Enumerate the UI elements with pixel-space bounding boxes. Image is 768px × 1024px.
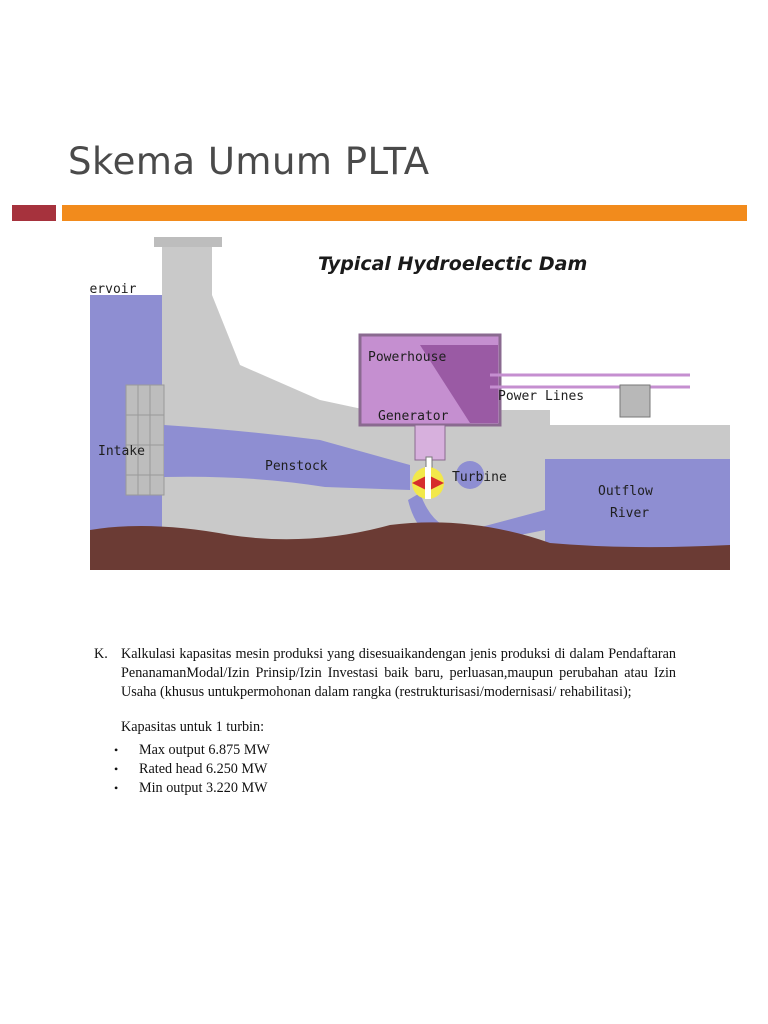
bullet-icon: • — [114, 743, 119, 757]
label-power-lines: Power Lines — [498, 389, 584, 404]
label-reservoir: Reservoir — [90, 282, 137, 297]
bullet-icon: • — [114, 781, 119, 795]
label-intake: Intake — [98, 444, 145, 459]
intake-grate — [125, 384, 165, 496]
capacity-list: • Max output 6.875 MW • Rated head 6.250 M… — [94, 741, 676, 798]
label-outflow: Outflow — [598, 484, 653, 499]
turbine — [412, 461, 484, 499]
body-text: K. Kalkulasi kapasitas mesin produksi ya… — [94, 645, 676, 798]
diagram-title: Typical Hydroelectic Dam — [318, 253, 587, 275]
list-item: • Min output 3.220 MW — [114, 779, 676, 798]
bullet-icon: • — [114, 762, 119, 776]
title-accent-orange — [62, 205, 747, 221]
hydroelectric-dam-diagram: Typical Hydroelectic Dam Reservoir Intak… — [90, 225, 730, 585]
river-bank — [545, 425, 730, 459]
dam-crest — [154, 237, 222, 247]
slide-title: Skema Umum PLTA — [68, 140, 430, 183]
paragraph-k: K. Kalkulasi kapasitas mesin produksi ya… — [94, 645, 676, 702]
list-item-text: Rated head 6.250 MW — [139, 761, 268, 777]
powerhouse-shadow — [420, 345, 498, 423]
title-accent-red — [12, 205, 56, 221]
paragraph-marker: K. — [94, 646, 108, 662]
paragraph-text: Kalkulasi kapasitas mesin produksi yang … — [121, 646, 676, 700]
list-item: • Max output 6.875 MW — [114, 741, 676, 760]
capacity-intro: Kapasitas untuk 1 turbin: — [121, 719, 265, 735]
generator — [414, 424, 446, 461]
label-turbine: Turbine — [452, 470, 507, 485]
label-generator: Generator — [378, 409, 449, 424]
label-powerhouse: Powerhouse — [368, 350, 446, 365]
list-item-text: Min output 3.220 MW — [139, 780, 268, 796]
list-item: • Rated head 6.250 MW — [114, 760, 676, 779]
power-lines — [490, 373, 690, 418]
ground — [90, 522, 730, 570]
penstock — [164, 425, 410, 490]
label-river: River — [610, 506, 649, 521]
label-penstock: Penstock — [265, 459, 328, 474]
list-item-text: Max output 6.875 MW — [139, 742, 270, 758]
